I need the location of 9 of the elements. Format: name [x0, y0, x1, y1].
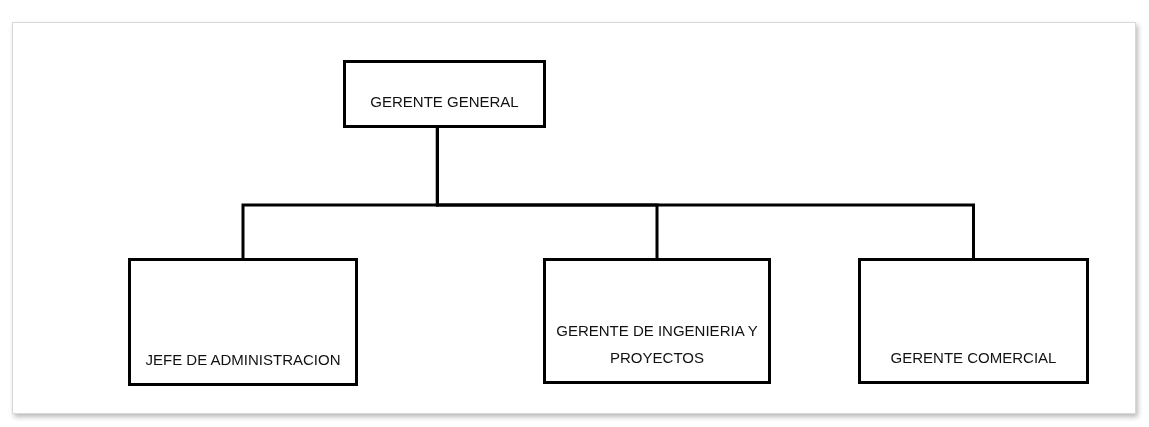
org-box	[128, 258, 358, 386]
position-title: GERENTE GENERAL	[370, 92, 519, 112]
position-title: GERENTE COMERCIAL	[890, 348, 1057, 368]
position-title: JEFE DE ADMINISTRACION	[145, 350, 341, 370]
org-box	[858, 258, 1089, 384]
connector-line	[435, 128, 975, 258]
org-box	[343, 60, 546, 128]
position-title: GERENTE DE INGENIERIA Y PROYECTOS	[555, 321, 759, 368]
org-box	[543, 258, 771, 384]
